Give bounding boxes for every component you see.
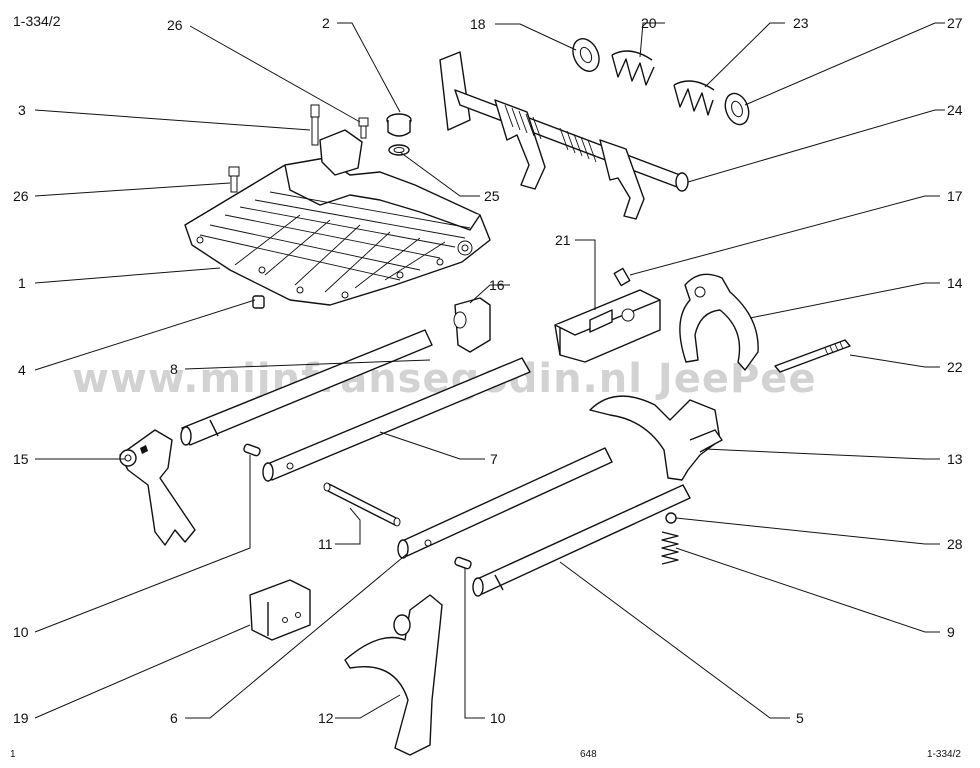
callout-2: 2 [322, 15, 330, 31]
part-5-rod [472, 484, 691, 597]
callout-24: 24 [947, 102, 963, 118]
figure-ref-top: 1-334/2 [13, 13, 61, 29]
callout-18: 18 [470, 16, 486, 32]
callout-12: 12 [318, 710, 334, 726]
part-3-bolt [310, 104, 320, 146]
callout-1: 1 [18, 275, 26, 291]
callout-6: 6 [170, 710, 178, 726]
callout-3: 3 [18, 102, 26, 118]
leader-lines [34, 22, 945, 719]
callout-9: 9 [947, 624, 955, 640]
callout-21: 21 [555, 232, 571, 248]
part-11-interlock-pin [323, 482, 401, 527]
part-15-selector-fork [119, 429, 196, 546]
part-13-selector-fork [589, 395, 723, 481]
part-24-selector-shaft [439, 51, 689, 220]
page-number: 648 [580, 749, 597, 760]
callout-10-right: 10 [490, 710, 506, 726]
part-10-pin-right [454, 556, 472, 570]
callout-11: 11 [318, 536, 333, 552]
callout-26-top: 26 [167, 17, 183, 33]
part-26-bolt-left [228, 166, 240, 193]
part-17-screw [613, 267, 631, 287]
callout-17: 17 [947, 188, 963, 204]
part-4-dowel [252, 295, 265, 309]
part-7-rod [262, 357, 531, 482]
part-28-ball [665, 512, 677, 524]
part-12-selector-fork [344, 594, 443, 756]
part-9-spring [661, 531, 679, 565]
callout-19: 19 [13, 710, 29, 726]
part-1-cover-housing [184, 129, 491, 306]
part-21-interlock-block [554, 289, 661, 363]
part-18-washer [572, 38, 600, 72]
callout-16: 16 [489, 277, 505, 293]
callout-20: 20 [641, 15, 657, 31]
part-23-spring [673, 80, 715, 116]
part-20-spring [611, 50, 655, 86]
part-2-plug [386, 113, 412, 137]
callout-15: 15 [13, 451, 29, 467]
callout-28: 28 [947, 536, 963, 552]
part-25-washer [388, 144, 410, 156]
part-10-pin-left [243, 443, 261, 457]
figure-ref-bottom: 1-334/2 [927, 749, 961, 760]
part-14-selector-fork [679, 273, 759, 371]
part-16-block [453, 297, 491, 353]
footer: 1 648 1-334/2 [10, 749, 961, 760]
callout-25: 25 [484, 188, 500, 204]
part-27-washer [724, 92, 750, 126]
callout-8: 8 [170, 361, 178, 377]
callout-5: 5 [796, 710, 804, 726]
part-19-block [249, 579, 311, 641]
callout-4: 4 [18, 362, 26, 378]
part-6-rod [397, 447, 613, 559]
callout-22: 22 [947, 359, 963, 375]
callout-labels: 1-334/2 3 26 26 2 25 1 4 18 20 23 27 24 … [13, 13, 963, 726]
part-26-bolt-upper [358, 117, 369, 139]
callout-27: 27 [947, 15, 963, 31]
part-22-pin [774, 339, 851, 373]
callout-23: 23 [793, 15, 809, 31]
callout-10-left: 10 [13, 624, 29, 640]
callout-7: 7 [490, 451, 498, 467]
callout-14: 14 [947, 275, 963, 291]
callout-26-left: 26 [13, 188, 29, 204]
callout-13: 13 [947, 451, 963, 467]
footer-left-mark: 1 [10, 749, 16, 760]
